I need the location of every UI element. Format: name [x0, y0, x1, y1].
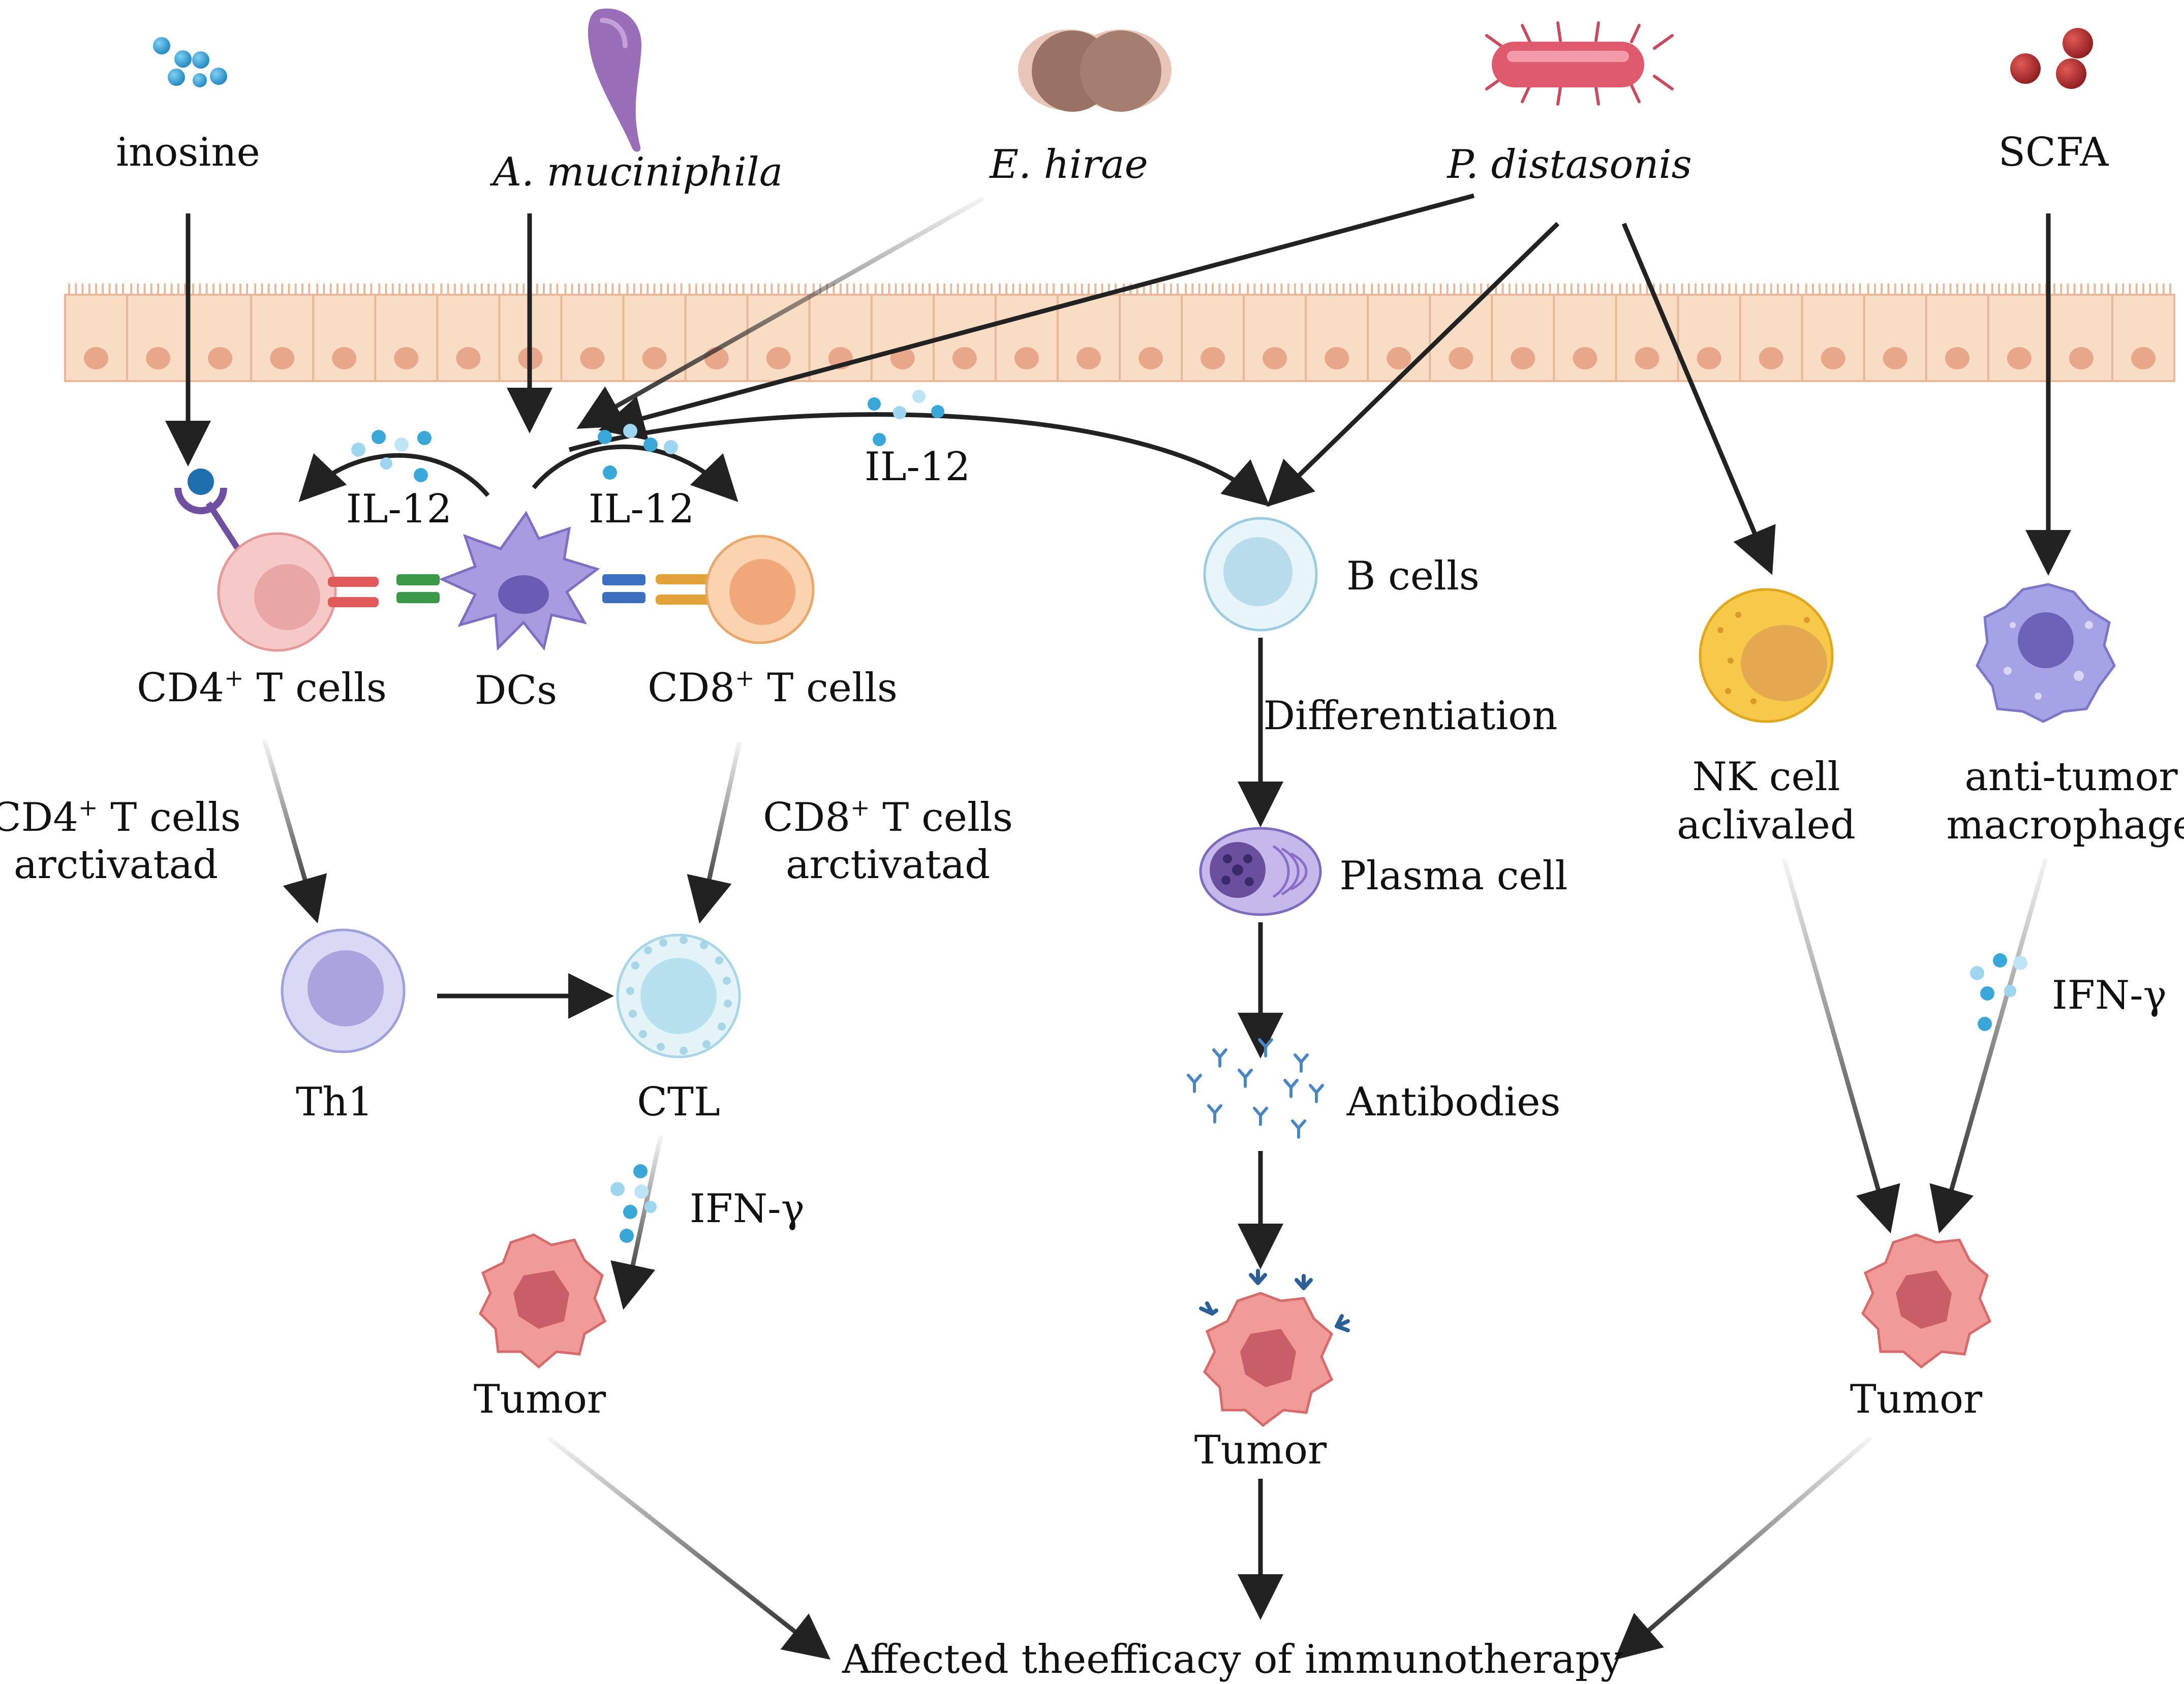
plasma-cell-label: Plasma cell: [1340, 853, 1568, 899]
epithelial-nucleus: [1821, 347, 1845, 369]
cd4-t-cells-label: CD4+ T cells: [137, 664, 387, 711]
epithelial-nucleus: [84, 347, 109, 369]
epithelial-nucleus: [1139, 347, 1163, 369]
ifng-ctl-label: IFN-γ: [690, 1186, 805, 1232]
cd4-activated-label-line2: arctivatad: [14, 842, 218, 888]
ctl-label: CTL: [637, 1079, 720, 1125]
epithelial-nucleus: [1263, 347, 1287, 369]
tumor-right-icon: [1861, 1233, 1992, 1369]
p-distasonis-label: P. distasonis: [1446, 142, 1691, 188]
tumor-right-label: Tumor: [1850, 1377, 1983, 1422]
macrophage-label-line1: anti-tumor: [1964, 754, 2178, 800]
b-cell-icon: [1203, 517, 1318, 632]
e-hirae-label: E. hirae: [989, 142, 1148, 188]
epithelial-nucleus: [2007, 347, 2032, 369]
il12-arrows: [298, 412, 1270, 507]
activation-arrows: [262, 738, 742, 1019]
right-tumor-to-outcome-arrow: [1614, 1436, 1872, 1660]
nk-cell-icon: [1699, 588, 1834, 723]
cd4-t-cell-icon: [217, 532, 337, 652]
ifng-macro-label: IFN-γ: [2052, 973, 2167, 1018]
scfa-label: SCFA: [1998, 130, 2109, 175]
epithelial-nucleus: [1511, 347, 1535, 369]
epithelial-nucleus: [1201, 347, 1225, 369]
inosine-label: inosine: [116, 130, 260, 175]
outcome-label: Affected theefficacy of immunotherapy: [842, 1637, 1623, 1682]
epithelial-nucleus: [2069, 347, 2094, 369]
cd8-t-cell-icon: [705, 535, 815, 644]
epithelial-nucleus: [766, 347, 791, 369]
epithelial-nucleus: [1697, 347, 1721, 369]
th1-cell-icon: [281, 928, 406, 1053]
cd8-activated-label-line1: CD8+ T cells: [763, 794, 1013, 840]
epithelial-nucleus: [208, 347, 233, 369]
tumor-middle-label: Tumor: [1194, 1427, 1327, 1473]
il12-bcell-label: IL-12: [865, 444, 970, 490]
cd8-activated-label-line2: arctivatad: [786, 842, 990, 888]
epithelial-nucleus: [394, 347, 419, 369]
akk-label: A. muciniphila: [490, 149, 783, 195]
cd8-t-cells-label: CD8+ T cells: [648, 664, 898, 711]
epithelial-nucleus: [332, 347, 357, 369]
epithelial-nucleus: [1014, 347, 1039, 369]
macrophage-icon: [1976, 583, 2116, 723]
cd8-dc-synapse: [602, 574, 712, 605]
epithelial-nucleus: [642, 347, 667, 369]
tumor-left-icon: [478, 1233, 607, 1369]
differentiation-label: Differentiation: [1263, 693, 1557, 739]
plasma-cell-icon: [1199, 827, 1322, 916]
ctl-to-tumor-arrow: [610, 1135, 663, 1310]
dcs-label: DCs: [475, 668, 557, 713]
epithelial-nucleus: [1759, 347, 1783, 369]
epithelial-nucleus: [1635, 347, 1659, 369]
tumor-middle-icon: [1203, 1292, 1334, 1427]
epithelial-nucleus: [146, 347, 171, 369]
macrophage-label-line2: macrophage: [1946, 802, 2184, 848]
epithelial-nucleus: [1945, 347, 1970, 369]
epithelial-nucleus: [270, 347, 295, 369]
cytokine-dots-il12: [351, 390, 944, 482]
epithelial-nucleus: [1325, 347, 1349, 369]
epithelial-nucleus: [1573, 347, 1597, 369]
ifng-macro-dots: [1970, 953, 2027, 1031]
il12-left-label: IL-12: [346, 486, 452, 532]
e-hirae-icon: [1018, 29, 1172, 112]
epithelial-nucleus: [1076, 347, 1101, 369]
epithelial-nucleus: [952, 347, 977, 369]
epithelial-nucleus: [580, 347, 605, 369]
antibodies-icon: [1187, 1038, 1324, 1139]
tumor-bound-antibodies-icon: [1199, 1269, 1350, 1332]
source-arrows: [165, 193, 2071, 576]
epithelial-nucleus: [2131, 347, 2156, 369]
ifng-ctl-dots: [610, 1164, 657, 1243]
epithelial-nucleus: [456, 347, 481, 369]
scfa-icon: [2010, 28, 2093, 89]
macrophage-to-tumor-arrow: [1929, 858, 2048, 1234]
dendritic-cell-icon: [439, 511, 600, 651]
cd4-activated-label-line1: CD4+ T cells: [0, 794, 241, 840]
epithelial-nucleus: [1387, 347, 1411, 369]
epithelial-nucleus: [1883, 347, 1908, 369]
nk-to-tumor-arrow: [1781, 858, 1900, 1234]
epithelial-nucleus: [1449, 347, 1473, 369]
b-cells-label: B cells: [1346, 553, 1480, 599]
inosine-icon: [153, 37, 227, 87]
p-distasonis-icon: [1485, 21, 1674, 106]
cd4-dc-synapse: [328, 574, 440, 607]
tumor-left-label: Tumor: [474, 1377, 606, 1422]
th1-label: Th1: [296, 1079, 373, 1125]
antibodies-label: Antibodies: [1346, 1079, 1561, 1125]
nk-cell-label-line2: aclivaled: [1677, 802, 1856, 848]
akkermansia-icon: [588, 8, 642, 152]
il12-right-label: IL-12: [589, 486, 694, 532]
intestinal-epithelium: [64, 284, 2176, 382]
nk-cell-label-line1: NK cell: [1692, 754, 1840, 800]
left-tumor-to-outcome-arrow: [547, 1436, 831, 1660]
ctl-cell-icon: [616, 933, 741, 1058]
inosine-receptor: [174, 469, 241, 551]
